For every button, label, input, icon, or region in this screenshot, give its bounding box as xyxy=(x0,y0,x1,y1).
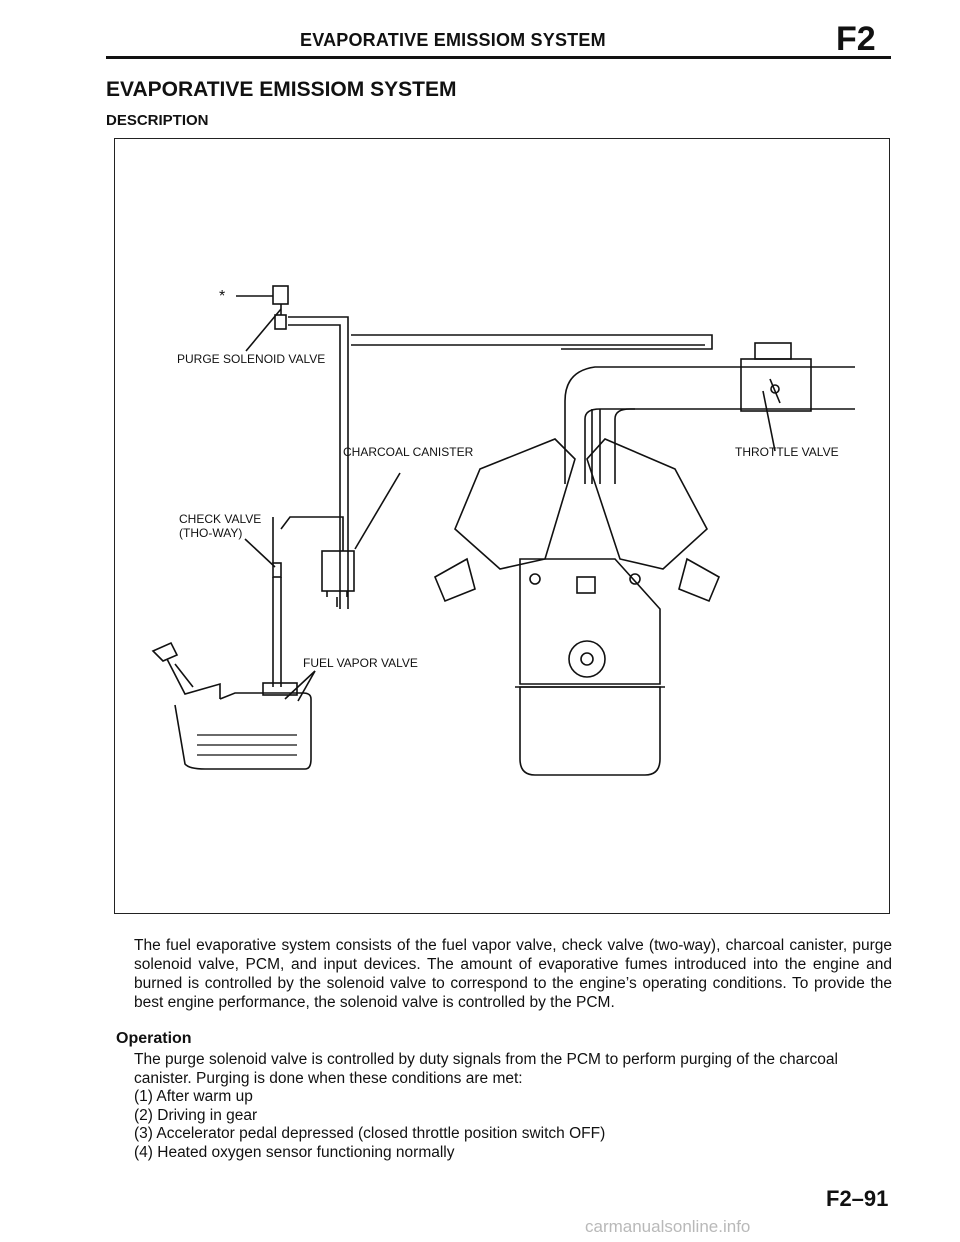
operation-heading: Operation xyxy=(116,1030,192,1047)
charcoal-canister-icon xyxy=(321,550,355,607)
description-paragraph: The fuel evaporative system consists of … xyxy=(134,937,892,1011)
diagram-drawing: * PURGE SOLENOID VALVE CHARCOAL CANISTER… xyxy=(151,285,855,776)
check-valve-label: CHECK VALVE xyxy=(179,512,261,526)
section-heading: DESCRIPTION xyxy=(106,112,209,129)
list-item: (1) After warm up xyxy=(134,1088,253,1105)
operation-conditions-list: (1) After warm up (2) Driving in gear (3… xyxy=(134,1088,605,1162)
engine-icon xyxy=(433,438,721,776)
intake-manifold xyxy=(564,366,855,484)
page-number: F2–91 xyxy=(826,1186,889,1211)
page-title: EVAPORATIVE EMISSIOM SYSTEM xyxy=(106,78,457,101)
list-item: (3) Accelerator pedal depressed (closed … xyxy=(134,1125,606,1143)
fuel-tank-icon xyxy=(151,641,312,770)
asterisk-label: * xyxy=(219,288,225,305)
system-diagram: * PURGE SOLENOID VALVE CHARCOAL CANISTER… xyxy=(114,138,890,914)
list-item: (2) Driving in gear xyxy=(134,1106,258,1124)
fuel-vapor-valve-label: FUEL VAPOR VALVE xyxy=(303,656,418,670)
header-rule xyxy=(106,56,891,59)
header-section-code: F2 xyxy=(836,20,876,58)
purge-solenoid-valve-icon xyxy=(236,285,289,330)
check-valve-sublabel: (THO-WAY) xyxy=(179,526,242,540)
charcoal-canister-label: CHARCOAL CANISTER xyxy=(343,445,474,459)
throttle-valve-icon xyxy=(740,342,812,412)
operation-paragraph: The purge solenoid valve is controlled b… xyxy=(134,1051,838,1087)
header-title: EVAPORATIVE EMISSIOM SYSTEM xyxy=(300,30,606,50)
check-valve-icon xyxy=(272,516,344,687)
diagram-labels: * PURGE SOLENOID VALVE CHARCOAL CANISTER… xyxy=(177,288,839,670)
throttle-valve-label: THROTTLE VALVE xyxy=(735,445,839,459)
watermark-text: carmanualsonline.info xyxy=(585,1217,751,1236)
purge-solenoid-valve-label: PURGE SOLENOID VALVE xyxy=(177,352,325,366)
list-item: (4) Heated oxygen sensor functioning nor… xyxy=(134,1143,455,1161)
purge-line xyxy=(288,316,713,609)
